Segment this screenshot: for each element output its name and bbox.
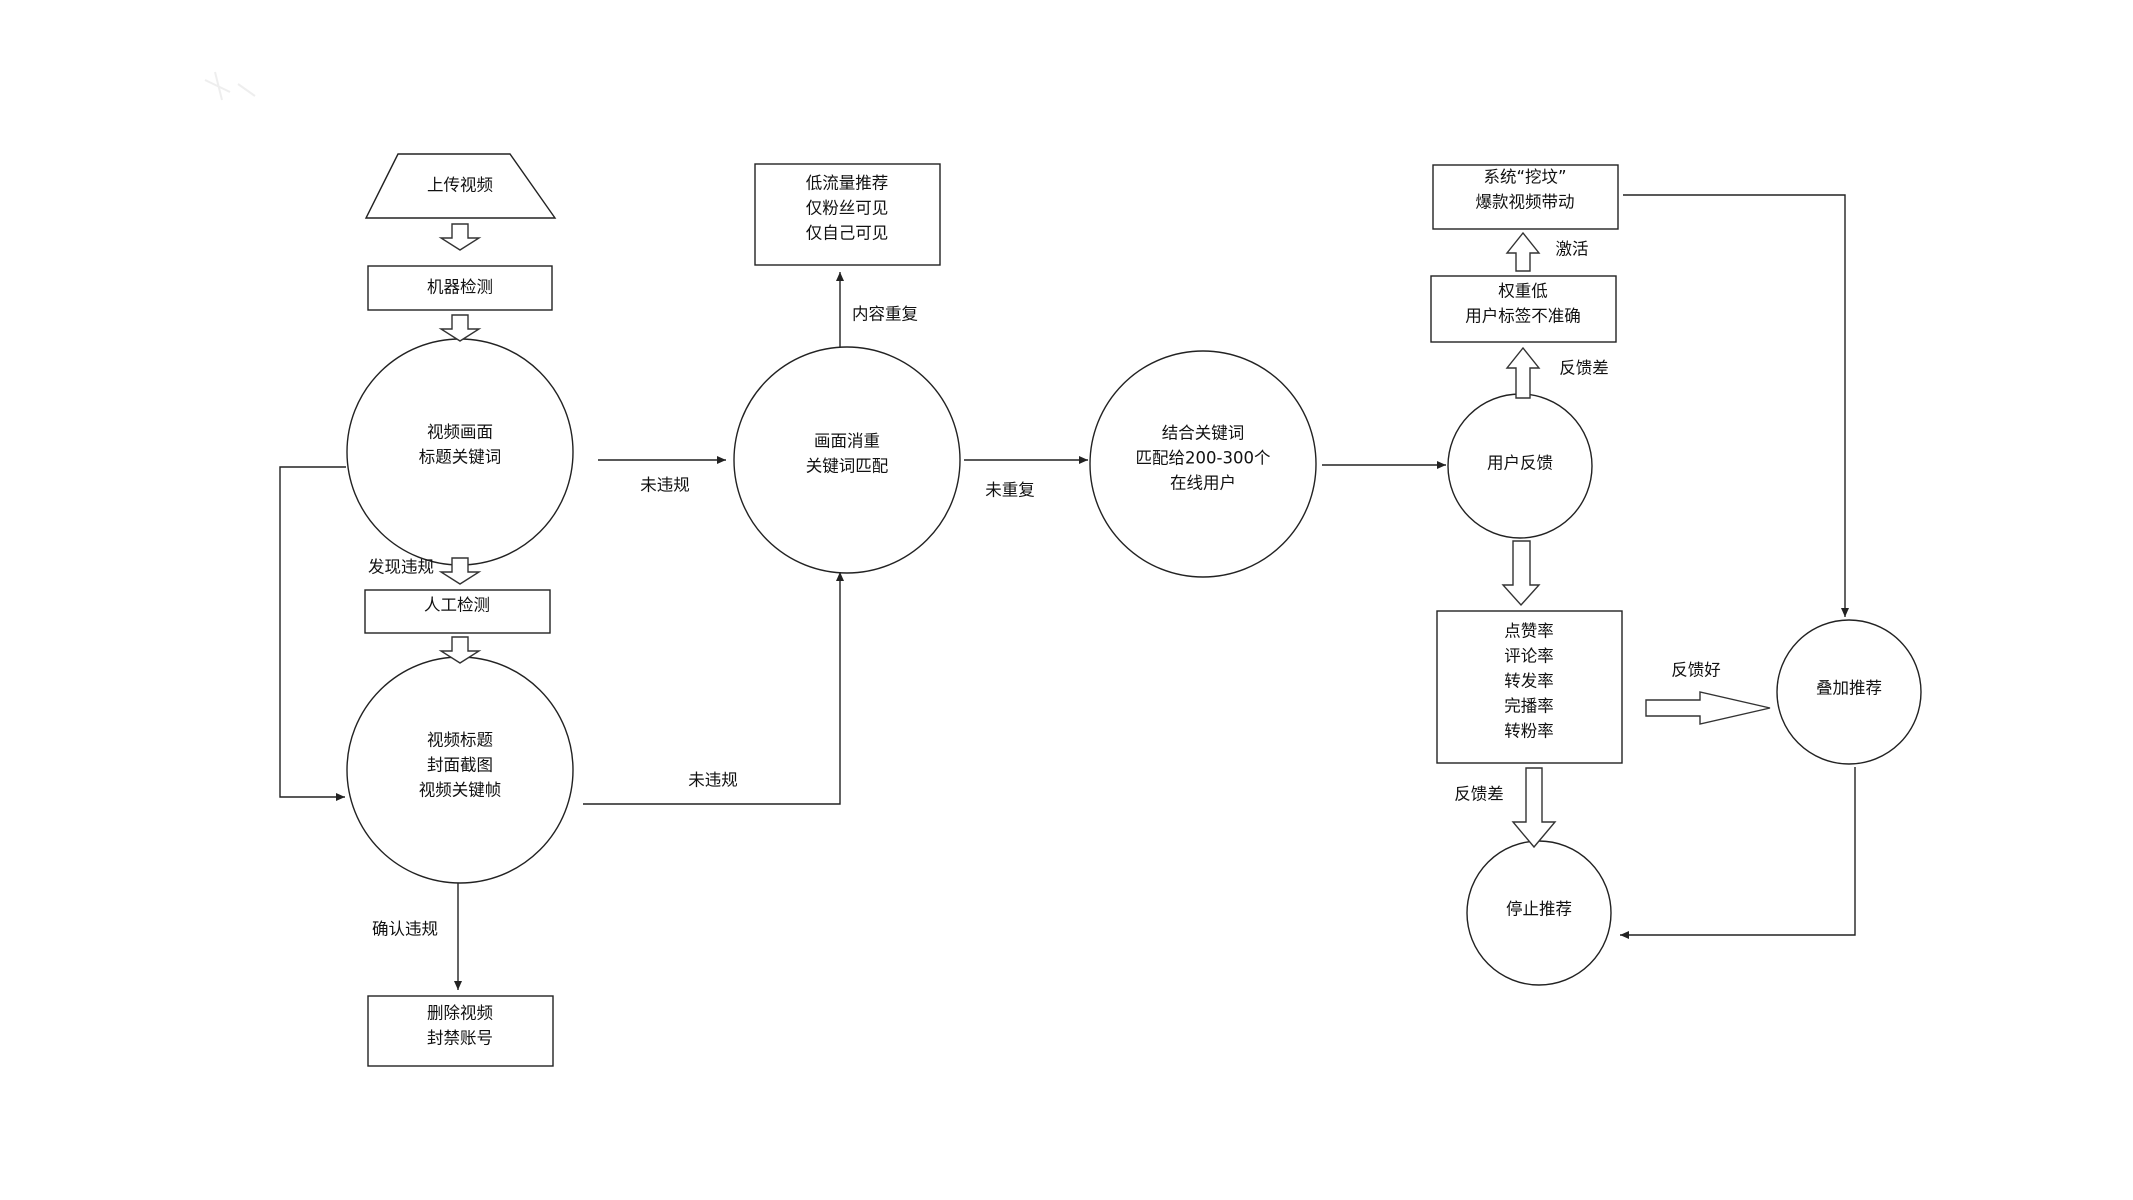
edge-label-activate: 激活 <box>1556 240 1589 259</box>
svg-text:评论率: 评论率 <box>1504 647 1554 666</box>
node-manual-check: 人工检测 <box>364 589 551 634</box>
node-stop: 停止推荐 <box>1466 840 1612 986</box>
hollow-arrow-frame-to-manual <box>438 557 482 585</box>
svg-text:仅粉丝可见: 仅粉丝可见 <box>806 199 889 218</box>
hollow-arrow-manual-to-titlecover <box>438 636 482 664</box>
node-feedback: 用户反馈 <box>1447 393 1593 539</box>
hollow-arrow-upload-to-machine <box>438 223 482 251</box>
svg-text:爆款视频带动: 爆款视频带动 <box>1476 193 1575 212</box>
node-metrics: 点赞率 评论率 转发率 完播率 转粉率 <box>1436 610 1623 764</box>
node-machine-check: 机器检测 <box>367 265 553 311</box>
connector-digtomb-to-boost <box>1623 194 1849 617</box>
svg-text:转发率: 转发率 <box>1504 672 1554 691</box>
svg-text:画面消重: 画面消重 <box>814 432 880 451</box>
node-dig-tomb: 系统“挖坟” 爆款视频带动 <box>1432 164 1619 230</box>
svg-text:系统“挖坟”: 系统“挖坟” <box>1483 168 1566 187</box>
node-upload-label: 上传视频 <box>427 176 493 195</box>
hollow-arrow-metrics-to-boost <box>1645 691 1771 725</box>
svg-text:视频画面: 视频画面 <box>427 423 493 442</box>
svg-text:机器检测: 机器检测 <box>427 278 493 297</box>
edge-label-duplicate: 内容重复 <box>852 305 918 324</box>
svg-text:点赞率: 点赞率 <box>1504 622 1554 641</box>
node-boost: 叠加推荐 <box>1776 619 1922 765</box>
svg-text:叠加推荐: 叠加推荐 <box>1816 679 1882 698</box>
svg-text:视频关键帧: 视频关键帧 <box>419 781 502 800</box>
svg-text:结合关键词: 结合关键词 <box>1162 424 1245 443</box>
svg-text:权重低: 权重低 <box>1498 282 1548 301</box>
svg-text:标题关键词: 标题关键词 <box>419 448 502 467</box>
edge-label-no-violation-2: 未违规 <box>688 771 738 790</box>
node-frame-keywords: 视频画面 标题关键词 <box>346 338 574 566</box>
hollow-arrow-metrics-to-stop <box>1511 767 1557 849</box>
svg-text:封禁账号: 封禁账号 <box>427 1029 493 1048</box>
svg-text:删除视频: 删除视频 <box>427 1004 493 1023</box>
connector-frame-to-titlecover <box>279 466 346 801</box>
node-upload: 上传视频 <box>364 153 557 219</box>
edge-label-confirm-violation: 确认违规 <box>372 920 438 939</box>
edge-label-good-feedback: 反馈好 <box>1671 661 1721 680</box>
connector-boost-to-stop <box>1620 767 1856 939</box>
edge-label-bad-feedback-down: 反馈差 <box>1454 785 1504 804</box>
edge-label-no-violation-1: 未违规 <box>640 476 690 495</box>
watermark-mark <box>204 71 256 101</box>
svg-text:仅自己可见: 仅自己可见 <box>806 224 889 243</box>
hollow-arrow-feedback-to-metrics <box>1501 540 1541 607</box>
svg-text:低流量推荐: 低流量推荐 <box>806 174 889 193</box>
node-match-users: 结合关键词 匹配给200-300个 在线用户 <box>1089 350 1317 578</box>
node-low-weight: 权重低 用户标签不准确 <box>1430 275 1617 343</box>
edge-label-found-violation: 发现违规 <box>368 558 434 577</box>
hollow-arrow-lowweight-to-digtomb <box>1505 231 1541 272</box>
svg-text:停止推荐: 停止推荐 <box>1506 900 1572 919</box>
svg-text:关键词匹配: 关键词匹配 <box>806 457 889 476</box>
svg-text:人工检测: 人工检测 <box>424 596 490 615</box>
svg-text:在线用户: 在线用户 <box>1170 474 1236 493</box>
svg-text:匹配给200-300个: 匹配给200-300个 <box>1136 449 1271 468</box>
svg-text:视频标题: 视频标题 <box>427 731 493 750</box>
node-low-traffic: 低流量推荐 仅粉丝可见 仅自己可见 <box>754 163 941 266</box>
node-title-cover: 视频标题 封面截图 视频关键帧 <box>346 656 574 884</box>
svg-text:用户反馈: 用户反馈 <box>1487 454 1553 473</box>
edge-label-not-duplicate: 未重复 <box>985 481 1035 500</box>
svg-text:封面截图: 封面截图 <box>427 756 493 775</box>
edge-label-bad-feedback-up: 反馈差 <box>1559 359 1609 378</box>
node-dedup: 画面消重 关键词匹配 <box>733 346 961 574</box>
hollow-arrow-feedback-to-lowweight <box>1505 346 1541 399</box>
node-delete: 删除视频 封禁账号 <box>367 995 554 1067</box>
hollow-arrow-machine-to-frame <box>438 314 482 342</box>
connector-titlecover-to-dedup <box>583 572 844 805</box>
svg-text:转粉率: 转粉率 <box>1504 722 1554 741</box>
svg-text:用户标签不准确: 用户标签不准确 <box>1465 307 1581 326</box>
svg-text:完播率: 完播率 <box>1504 697 1554 716</box>
